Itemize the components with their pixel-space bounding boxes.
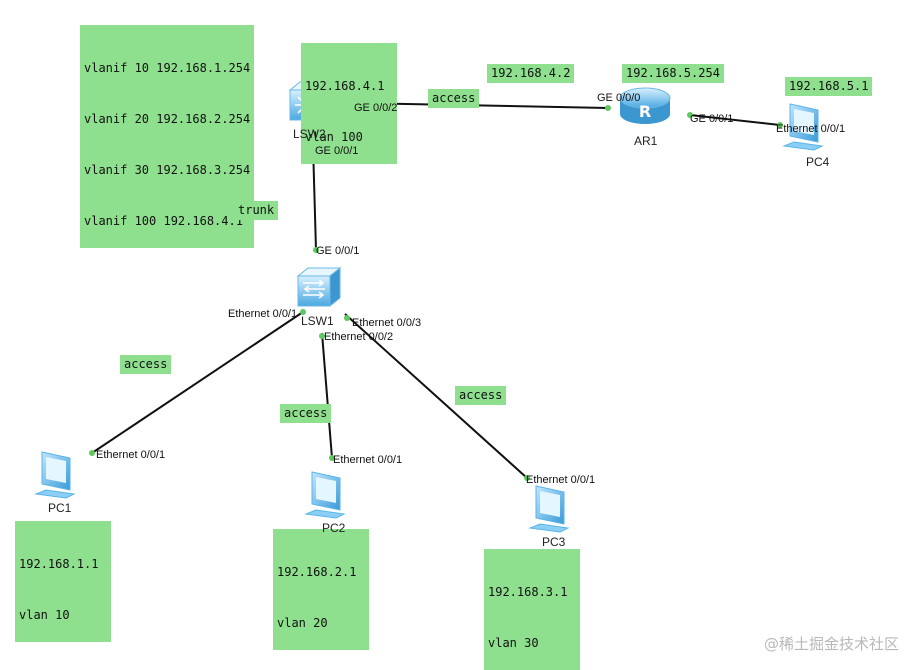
- port-label-pc4-eth: Ethernet 0/0/1: [776, 123, 846, 135]
- note-lsw2-vlanif: vlanif 10 192.168.1.254 vlanif 20 192.16…: [80, 25, 255, 248]
- link-lsw2-ar1[interactable]: [357, 102, 609, 109]
- device-label-pc3: PC3: [542, 535, 566, 549]
- port-label-pc2-eth: Ethernet 0/0/1: [333, 454, 403, 466]
- note-lsw2-address: 192.168.4.1 vlan 100: [301, 43, 397, 164]
- note-access-ar1: access: [428, 89, 480, 108]
- port-dot: [329, 455, 335, 461]
- note-trunk: trunk: [234, 201, 279, 220]
- device-label-lsw1: LSW1: [301, 314, 334, 328]
- pc3-computer-icon[interactable]: [528, 485, 570, 533]
- note-line: 192.168.2.1: [277, 565, 357, 579]
- link-lsw1-pc2[interactable]: [321, 332, 333, 459]
- note-line: vlan 100: [305, 130, 363, 144]
- note-pc1-address: 192.168.1.1 vlan 10: [15, 521, 111, 642]
- note-line: vlan 30: [488, 636, 539, 650]
- link-lsw1-pc1[interactable]: [91, 311, 304, 454]
- port-dot: [687, 112, 693, 118]
- device-label-pc4: PC4: [806, 155, 830, 169]
- svg-text:R: R: [639, 102, 651, 121]
- port-dot: [344, 315, 350, 321]
- device-label-pc2: PC2: [322, 521, 346, 535]
- device-label-lsw2: LSW2: [293, 127, 326, 141]
- port-label-pc3-eth: Ethernet 0/0/1: [526, 474, 596, 486]
- port-dot: [89, 450, 95, 456]
- note-pc3-address: 192.168.3.1 vlan 30: [484, 549, 580, 670]
- note-line: vlan 10: [19, 608, 70, 622]
- port-label-lsw2-ge001: GE 0/0/1: [315, 145, 359, 157]
- pc4-computer-icon[interactable]: [782, 103, 824, 151]
- port-dot: [605, 105, 611, 111]
- device-label-ar1: AR1: [634, 134, 658, 148]
- port-dot: [524, 475, 530, 481]
- note-ar1-ge1-address: 192.168.5.254: [622, 64, 724, 83]
- port-label-lsw1-eth002: Ethernet 0/0/2: [324, 331, 394, 343]
- note-ar1-ge0-address: 192.168.4.2: [487, 64, 575, 83]
- port-label-lsw1-eth003: Ethernet 0/0/3: [352, 317, 422, 329]
- port-label-lsw2-ge002: GE 0/0/2: [354, 102, 398, 114]
- note-line: vlan 20: [277, 616, 328, 630]
- port-label-pc1-eth: Ethernet 0/0/1: [96, 449, 166, 461]
- note-pc4-address: 192.168.5.1: [785, 77, 873, 96]
- watermark: @稀土掘金技术社区: [763, 635, 899, 653]
- port-label-ar1-ge001: GE 0/0/1: [690, 113, 734, 125]
- port-dot: [313, 247, 319, 253]
- note-access-pc3: access: [455, 386, 507, 405]
- port-dot: [300, 309, 306, 315]
- port-dot: [777, 122, 783, 128]
- port-dot: [319, 333, 325, 339]
- note-pc2-address: 192.168.2.1 vlan 20: [273, 529, 369, 650]
- note-line: 192.168.4.1: [305, 79, 385, 93]
- note-line: 192.168.1.1: [19, 557, 99, 571]
- lsw1-switch-icon[interactable]: [296, 266, 342, 308]
- note-line: vlanif 10 192.168.1.254: [84, 61, 251, 75]
- link-ar1-pc4[interactable]: [689, 114, 781, 126]
- port-label-lsw1-eth001: Ethernet 0/0/1: [228, 308, 298, 320]
- note-access-pc2: access: [280, 404, 332, 423]
- note-line: 192.168.3.1: [488, 585, 568, 599]
- ar1-router-icon[interactable]: R: [619, 87, 671, 124]
- note-access-pc1: access: [120, 355, 172, 374]
- pc1-computer-icon[interactable]: [34, 451, 76, 499]
- note-line: vlanif 20 192.168.2.254: [84, 112, 251, 126]
- link-lsw1-pc3[interactable]: [344, 313, 528, 479]
- port-label-lsw1-ge001: GE 0/0/1: [316, 245, 360, 257]
- note-line: vlanif 100 192.168.4.1: [84, 214, 243, 228]
- note-line: vlanif 30 192.168.3.254: [84, 163, 251, 177]
- pc2-computer-icon[interactable]: [304, 471, 346, 519]
- device-label-pc1: PC1: [48, 501, 72, 515]
- port-label-ar1-ge000: GE 0/0/0: [597, 92, 641, 104]
